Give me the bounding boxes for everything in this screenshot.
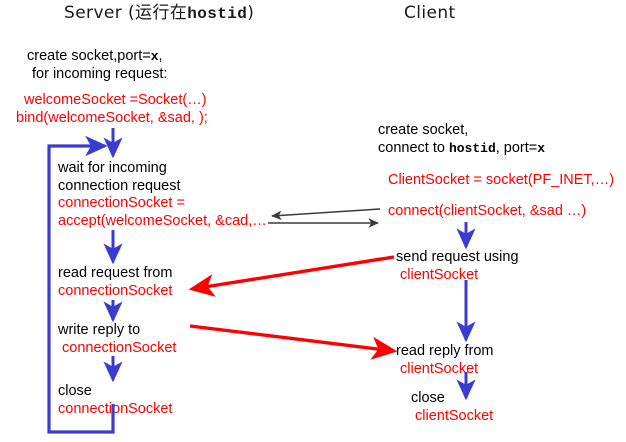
server-step-create-socket-code: welcomeSocket =Socket(…) bind(welcomeSoc… [16,92,208,127]
client-create-socket-prose-2: connect to hostid, port=x [378,140,545,158]
client-step-create-socket-code: ClientSocket = socket(PF_INET,…) [388,172,614,190]
server-step-close: close connectionSocket [58,383,172,418]
server-close-prose: close [58,383,92,399]
client-connect-mid: , port= [495,139,538,156]
server-step-write-reply: write reply to connectionSocket [58,322,176,357]
server-write-prose: write reply to [58,322,141,338]
server-code-bind: bind(welcomeSocket, &sad, ); [16,109,208,126]
server-code-accept: accept(welcomeSocket, &cad,… [58,212,267,229]
server-step-wait-for-connection: wait for incoming connection request con… [58,160,267,230]
client-read-code: clientSocket [400,360,479,377]
client-close-prose: close [411,390,445,406]
client-connect-port-var: x [537,140,546,156]
page-title-server: Server (运行在hostid) [64,5,254,23]
server-close-code: connectionSocket [58,400,173,417]
server-title-tail: ) [247,3,255,23]
server-create-socket-prose-1: create socket,port=x, [27,48,167,66]
server-write-code: connectionSocket [62,339,177,356]
server-wait-prose-2: connection request [58,177,181,194]
client-step-create-socket: create socket, connect to hostid, port=x [378,122,545,157]
client-code-clientsocket: ClientSocket = socket(PF_INET,…) [388,172,615,188]
server-title-label: Server (运行在 [64,3,188,23]
page-title-client: Client [404,3,456,23]
create-socket-post: , [158,48,163,64]
client-connect-pre: connect to [378,139,449,156]
server-read-prose: read request from [58,265,173,281]
create-socket-pre: create socket,port= [27,48,151,64]
create-socket-port-var: x [150,49,159,64]
client-step-send-request: send request using clientSocket [396,249,519,284]
server-wait-prose-1: wait for incoming [58,160,167,176]
client-read-prose: read reply from [396,343,494,359]
client-step-close: close clientSocket [411,390,493,425]
client-connect-hostid: hostid [448,140,496,156]
server-step-read-request: read request from connectionSocket [58,265,172,300]
client-send-code: clientSocket [400,266,479,283]
client-create-socket-prose-1: create socket, [378,122,469,138]
server-title-hostid: hostid [187,5,248,23]
client-step-read-reply: read reply from clientSocket [396,343,494,378]
server-code-welcomesocket: welcomeSocket =Socket(…) [24,92,207,108]
server-create-socket-prose-2: for incoming request: [32,65,168,82]
server-code-connectionsocket-assign: connectionSocket = [58,195,185,211]
server-step-create-socket: create socket,port=x, for incoming reque… [27,48,167,83]
connector-tcp-setup-to-server [271,208,381,221]
client-send-prose: send request using [396,249,519,265]
connector-reply-server-to-client [189,324,398,360]
connector-request-client-to-server [188,255,395,297]
client-code-connect: connect(clientSocket, &sad …) [388,203,587,219]
server-read-code: connectionSocket [58,282,173,299]
client-close-code: clientSocket [415,407,494,424]
client-step-connect-code: connect(clientSocket, &sad …) [388,203,586,221]
